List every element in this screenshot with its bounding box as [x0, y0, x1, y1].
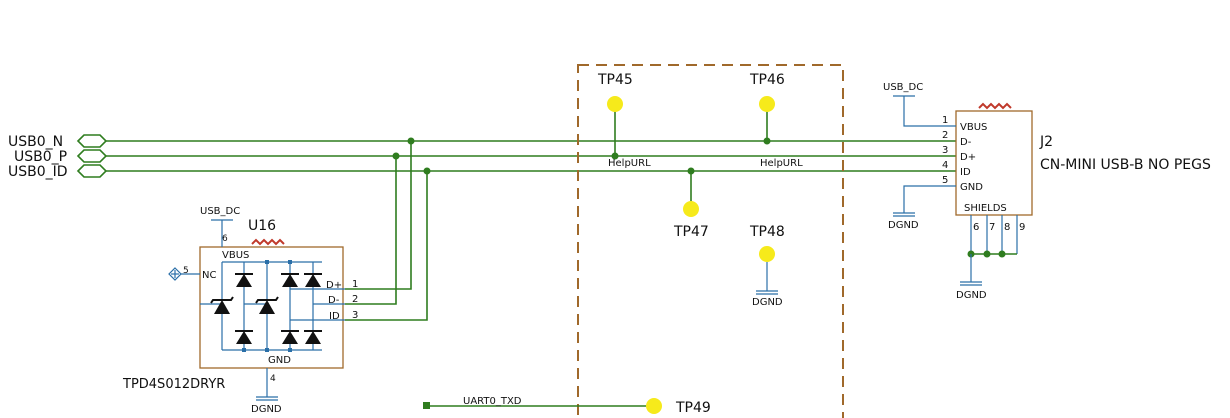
net-port-usb0-p[interactable]: USB0_P: [14, 149, 108, 165]
u16-dm-label: D-: [328, 295, 340, 306]
diode-icon: [236, 274, 252, 287]
j2-pin9-num: 9: [1019, 222, 1025, 233]
wire-dm-u16: [345, 156, 397, 305]
j2-component[interactable]: J2 CN-MINI USB-B NO PEGS USB_DC 1 2 3 4 …: [883, 82, 1211, 301]
junction-dot: [763, 137, 771, 145]
u16-nc-label: NC: [202, 270, 216, 281]
tp48-label: TP48: [749, 224, 785, 240]
helpurl-right-label: HelpURL: [760, 158, 803, 169]
junction-dot: [983, 250, 991, 258]
j2-dm-label: D-: [960, 137, 972, 148]
j2-part: CN-MINI USB-B NO PEGS: [1040, 157, 1211, 173]
net-label-usb0-id: USB0_ID: [8, 164, 68, 180]
u16-body: [199, 246, 344, 369]
j2-pin6-num: 6: [973, 222, 979, 233]
tp46-label: TP46: [749, 72, 785, 88]
ground-symbol: [756, 290, 778, 295]
j2-shields-label: SHIELDS: [964, 203, 1007, 214]
u16-pin2-num: 2: [352, 294, 358, 305]
j2-body: [955, 110, 1033, 216]
u16-dp-label: D+: [326, 280, 342, 291]
test-point-tp45[interactable]: [607, 96, 623, 112]
j2-pin1-num: 1: [942, 115, 948, 126]
j2-dp-label: D+: [960, 152, 976, 163]
wire-id-u16: [345, 171, 428, 321]
j2-pin2-num: 2: [942, 130, 948, 141]
junction-dot: [392, 152, 400, 160]
net-port-usb0-id[interactable]: USB0_ID: [8, 164, 108, 180]
helpurl-left-label: HelpURL: [608, 158, 651, 169]
j2-pin5-num: 5: [942, 175, 948, 186]
j2-gnd-wire: [903, 185, 956, 213]
junction-dot: [407, 137, 415, 145]
j2-gnd-label: GND: [960, 182, 983, 193]
net-label-usb0-n: USB0_N: [8, 134, 63, 150]
junction-dot: [423, 167, 431, 175]
u16-gnd-label: GND: [268, 355, 291, 366]
u16-pin5-num: 5: [183, 266, 189, 276]
test-point-tp47[interactable]: [683, 201, 699, 217]
u16-pin6-num: 6: [222, 234, 228, 244]
net-label-usb0-p: USB0_P: [14, 149, 67, 165]
diode-icon: [282, 274, 298, 287]
u16-supply-label: USB_DC: [200, 206, 240, 217]
tvs-diode-icon: [259, 300, 275, 314]
j2-supply-label: USB_DC: [883, 82, 923, 93]
nc-marker-icon: [168, 267, 182, 281]
u16-component[interactable]: U16 TPD4S012DRYR USB_DC 6 VBUS 5 NC: [122, 206, 358, 415]
test-point-tp46[interactable]: [759, 96, 775, 112]
j2-pin8-num: 8: [1004, 222, 1010, 233]
junction-dot: [687, 167, 695, 175]
wire-dp-u16: [345, 141, 412, 290]
test-point-tp49[interactable]: [646, 398, 662, 414]
junction-dot: [611, 152, 619, 160]
j2-pin7-num: 7: [989, 222, 995, 233]
diode-icon: [236, 331, 252, 344]
test-point-tp48[interactable]: [759, 246, 775, 262]
tp48-ground-label: DGND: [752, 297, 783, 308]
diode-icon: [282, 331, 298, 344]
diode-icon: [305, 274, 321, 287]
diode-icon: [305, 331, 321, 344]
u16-pin3-num: 3: [352, 310, 358, 321]
u16-ground-label: DGND: [251, 404, 282, 415]
tp49-label: TP49: [675, 400, 711, 416]
j2-vbus-label: VBUS: [960, 122, 987, 133]
uart0-txd-label: UART0_TXD: [463, 396, 522, 407]
u16-vbus-label: VBUS: [222, 250, 249, 261]
tp47-label: TP47: [673, 224, 709, 240]
u16-id-label: ID: [329, 311, 340, 322]
u16-ref: U16: [248, 218, 276, 234]
j2-ground-gnd-label: DGND: [888, 220, 919, 231]
tvs-diode-icon: [214, 300, 230, 314]
j2-id-label: ID: [960, 167, 971, 178]
j2-ref: J2: [1039, 134, 1053, 150]
j2-pin4-num: 4: [942, 160, 948, 171]
uart-port-marker[interactable]: [423, 402, 430, 409]
u16-part: TPD4S012DRYR: [122, 377, 225, 392]
j2-vbus-wire: [903, 96, 956, 127]
junction-dot: [998, 250, 1006, 258]
component-marker-icon: [978, 102, 1012, 110]
tp45-label: TP45: [597, 72, 633, 88]
component-marker-icon: [251, 238, 285, 246]
net-port-usb0-n[interactable]: USB0_N: [8, 134, 108, 150]
dashed-region: [577, 64, 844, 418]
j2-ground-shield-label: DGND: [956, 290, 987, 301]
u16-pin4-num: 4: [270, 374, 276, 384]
j2-pin3-num: 3: [942, 145, 948, 156]
u16-pin1-num: 1: [352, 279, 358, 290]
